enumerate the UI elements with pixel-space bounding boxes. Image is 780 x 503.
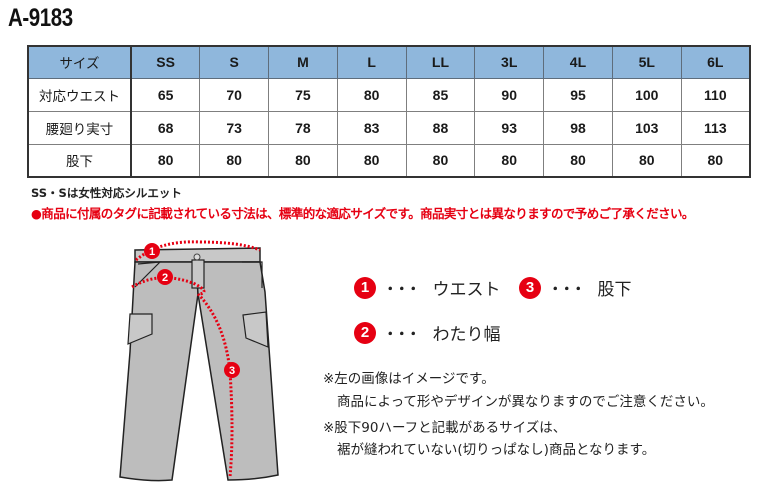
- legend-label: わたり幅: [432, 325, 501, 345]
- product-code: A-9183: [8, 4, 73, 32]
- table-cell: 80: [611, 143, 682, 178]
- legend-item-waist: 1 ･･･ ウエスト: [354, 275, 501, 300]
- header-size-ll: LL: [405, 45, 476, 79]
- table-cell: 85: [405, 77, 476, 112]
- pants-illustration: 1 2 3: [119, 240, 279, 482]
- legend-item-inseam: 3 ･･･ 股下: [519, 275, 632, 300]
- svg-text:1: 1: [149, 246, 155, 258]
- marker-2-icon: 2: [157, 269, 173, 285]
- table-cell: 80: [474, 143, 545, 178]
- svg-text:2: 2: [162, 272, 168, 284]
- legend-item-thigh: 2 ･･･ わたり幅: [354, 320, 501, 345]
- silhouette-note: SS・Sは女性対応シルエット: [31, 186, 182, 200]
- image-remark-line2: 商品によって形やデザインが異なりますのでご注意ください。: [337, 394, 714, 410]
- row-label: 腰廻り実寸: [27, 110, 132, 145]
- table-cell: 80: [268, 143, 338, 178]
- marker-3-icon: 3: [224, 362, 240, 378]
- table-cell: 95: [543, 77, 613, 112]
- header-size-4l: 4L: [543, 45, 613, 79]
- header-size-label: サイズ: [27, 45, 132, 79]
- table-cell: 83: [336, 110, 407, 145]
- table-row-waist: 対応ウエスト 65 70 75 80 85 90 95 100 110: [27, 77, 751, 112]
- table-cell: 98: [543, 110, 613, 145]
- table-cell: 103: [611, 110, 682, 145]
- table-cell: 70: [199, 77, 270, 112]
- table-cell: 68: [130, 110, 201, 145]
- legend-label: 股下: [597, 280, 632, 300]
- number-2-icon: 2: [354, 321, 376, 344]
- table-row-inseam: 股下 80 80 80 80 80 80 80 80 80: [27, 143, 751, 178]
- size-table: サイズ SS S M L LL 3L 4L 5L 6L 対応ウエスト 65 70…: [27, 45, 751, 178]
- header-size-m: M: [268, 45, 338, 79]
- svg-text:3: 3: [229, 365, 235, 377]
- size-header-row: サイズ SS S M L LL 3L 4L 5L 6L: [27, 45, 751, 79]
- table-cell: 110: [680, 77, 751, 112]
- half-remark-line2: 裾が縫われていない(切りっぱなし)商品となります。: [337, 442, 656, 458]
- table-cell: 113: [680, 110, 751, 145]
- table-cell: 78: [268, 110, 338, 145]
- marker-1-icon: 1: [144, 243, 160, 259]
- legend-label: ウエスト: [432, 280, 501, 300]
- table-cell: 65: [130, 77, 201, 112]
- table-cell: 80: [199, 143, 270, 178]
- table-cell: 75: [268, 77, 338, 112]
- table-cell: 80: [543, 143, 613, 178]
- image-remark-line1: ※左の画像はイメージです。: [323, 371, 495, 387]
- table-cell: 100: [611, 77, 682, 112]
- table-cell: 80: [130, 143, 201, 178]
- table-cell: 73: [199, 110, 270, 145]
- size-disclaimer: ●商品に付属のタグに記載されている寸法は、標準的な適応サイズです。商品実寸とは異…: [31, 206, 694, 221]
- row-label: 股下: [27, 143, 132, 178]
- number-1-icon: 1: [354, 276, 376, 299]
- table-cell: 90: [474, 77, 545, 112]
- table-cell: 93: [474, 110, 545, 145]
- table-cell: 80: [336, 77, 407, 112]
- half-remark-line1: ※股下90ハーフと記載があるサイズは、: [323, 420, 567, 436]
- table-cell: 80: [405, 143, 476, 178]
- leader-dots: ･･･: [386, 280, 421, 300]
- header-size-l: L: [336, 45, 407, 79]
- row-label: 対応ウエスト: [27, 77, 132, 112]
- header-size-5l: 5L: [611, 45, 682, 79]
- header-size-6l: 6L: [680, 45, 751, 79]
- table-cell: 88: [405, 110, 476, 145]
- leader-dots: ･･･: [386, 325, 421, 345]
- table-cell: 80: [336, 143, 407, 178]
- number-3-icon: 3: [519, 276, 541, 299]
- header-size-ss: SS: [130, 45, 201, 79]
- table-cell: 80: [680, 143, 751, 178]
- header-size-s: S: [199, 45, 270, 79]
- table-row-hip: 腰廻り実寸 68 73 78 83 88 93 98 103 113: [27, 110, 751, 145]
- leader-dots: ･･･: [551, 280, 586, 300]
- header-size-3l: 3L: [474, 45, 545, 79]
